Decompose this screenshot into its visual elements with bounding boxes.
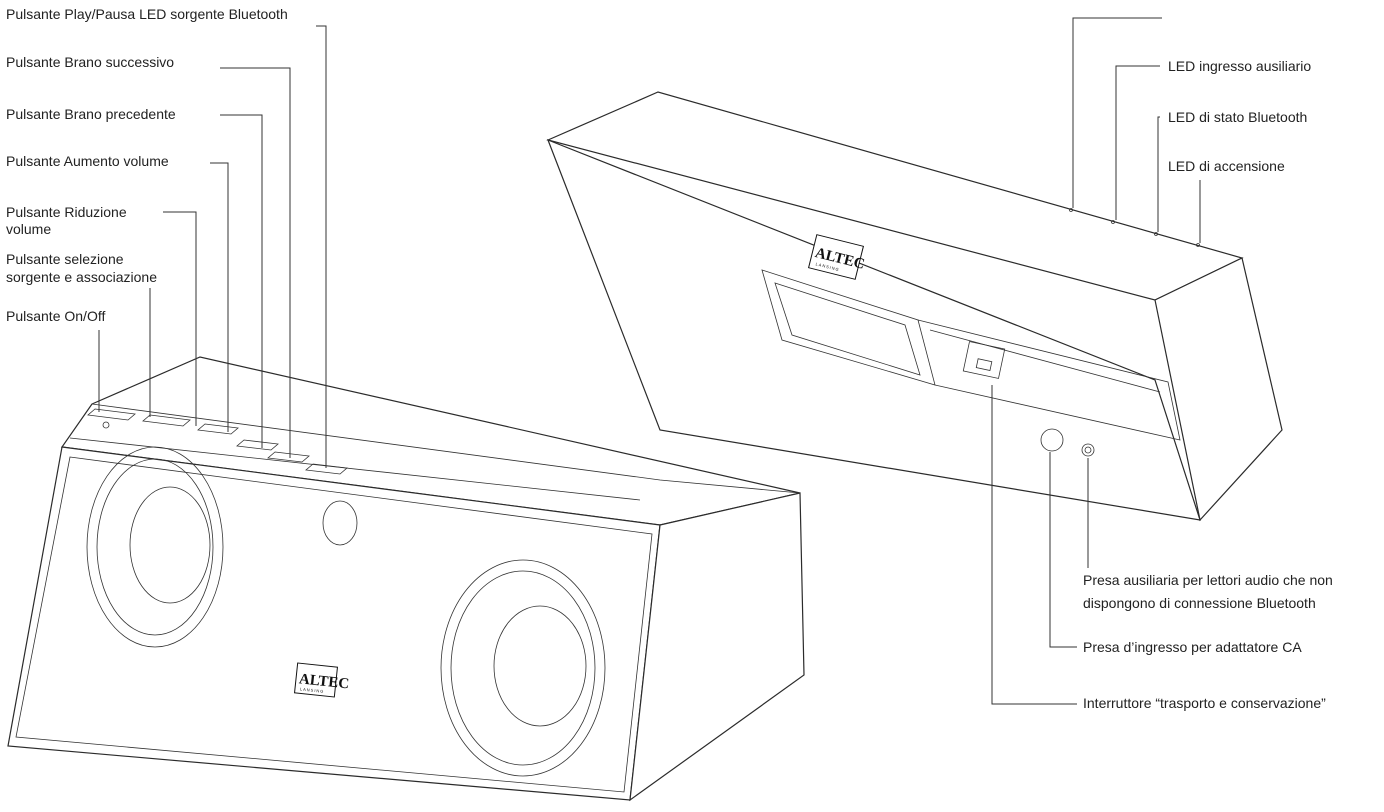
label-vol-down-2: volume [6, 221, 51, 237]
label-on-off: Pulsante On/Off [6, 308, 105, 324]
label-aux-in-1: Presa ausiliaria per lettori audio che n… [1083, 572, 1333, 588]
back-logo-subtext: LANSING [815, 261, 840, 272]
label-led-aux: LED ingresso ausiliario [1168, 58, 1311, 74]
label-vol-up: Pulsante Aumento volume [6, 153, 169, 169]
center-port [322, 500, 358, 546]
back-speaker: ALTEC LANSING [546, 91, 1283, 522]
label-vol-down-1: Pulsante Riduzione [6, 204, 127, 220]
transport-switch [962, 341, 1006, 379]
back-logo: ALTEC LANSING [807, 234, 866, 280]
aux-in-jack [1081, 443, 1095, 457]
label-dc-in: Presa d’ingresso per adattatore CA [1083, 639, 1302, 655]
front-buttons [87, 408, 348, 475]
front-logo: ALTEC LANSING [293, 662, 350, 698]
label-aux-in-2: dispongono di connessione Bluetooth [1083, 595, 1316, 611]
dc-in-jack [1040, 428, 1064, 452]
front-logo-subtext: LANSING [300, 686, 325, 694]
front-logo-text: ALTEC [298, 671, 350, 692]
right-callouts: LED ingresso ausiliario LED di stato Blu… [991, 17, 1333, 711]
label-next-track: Pulsante Brano successivo [6, 54, 174, 70]
label-source-pair-1: Pulsante selezione [6, 251, 124, 267]
label-led-power: LED di accensione [1168, 158, 1285, 174]
label-led-bt: LED di stato Bluetooth [1168, 109, 1307, 125]
label-source-pair-2: sorgente e associazione [6, 269, 157, 285]
label-transport-switch: Interruttore “trasporto e conservazione” [1083, 695, 1326, 711]
left-woofer [86, 446, 224, 648]
label-prev-track: Pulsante Brano precedente [6, 106, 176, 122]
right-woofer [440, 559, 606, 777]
left-callouts: Pulsante Play/Pausa LED sorgente Bluetoo… [6, 6, 327, 468]
front-speaker: ALTEC LANSING [7, 356, 805, 802]
label-play-pause: Pulsante Play/Pausa LED sorgente Bluetoo… [6, 6, 288, 22]
